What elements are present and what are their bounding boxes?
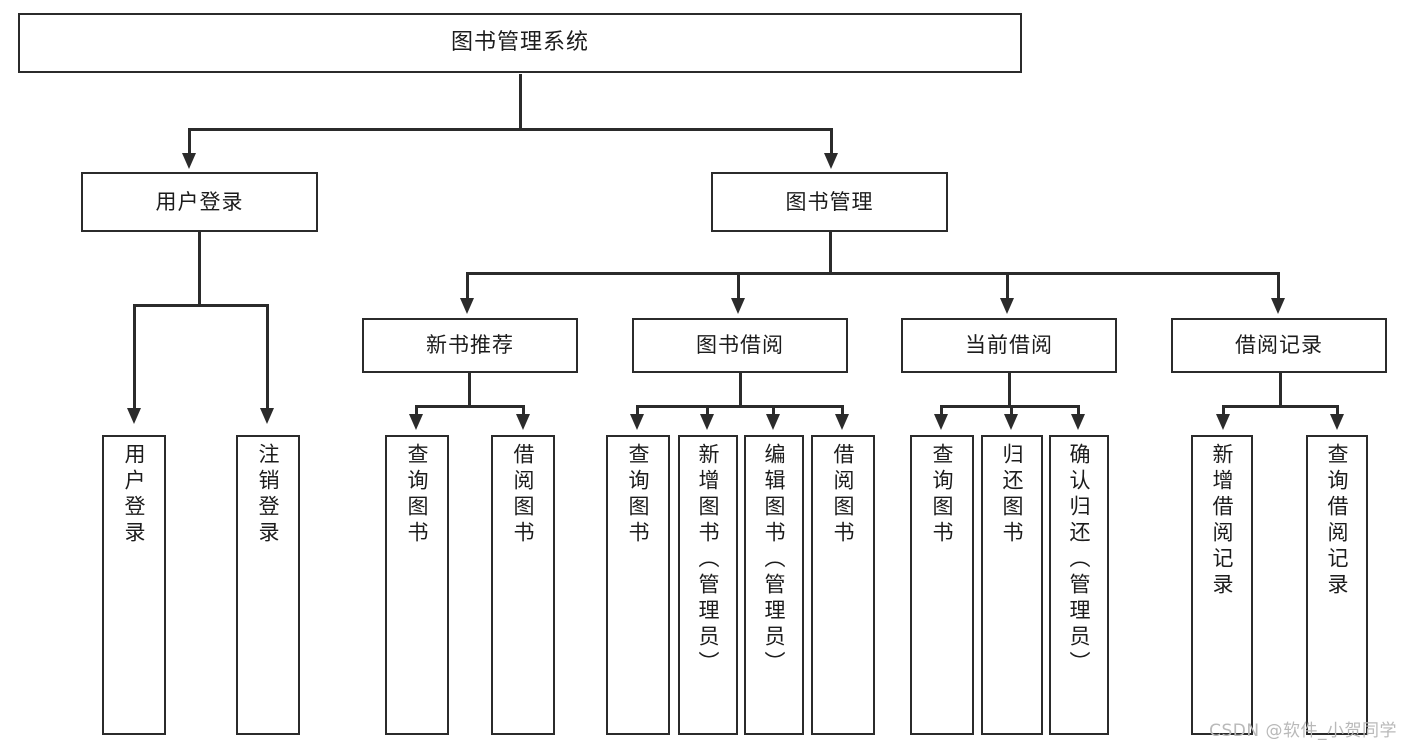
- arrowhead-user-login: [182, 153, 196, 169]
- leaf-node-borrow-book-1[interactable]: 借阅图书: [491, 435, 555, 735]
- connector-new-book-rec-bus: [415, 405, 525, 408]
- arrowhead-leaf-query-record: [1330, 414, 1344, 430]
- connector-book-manage-bus: [466, 272, 1280, 275]
- arrowhead-leaf-confirm-return: [1071, 414, 1085, 430]
- connector-br-to-leaf-1: [1222, 405, 1225, 417]
- leaf-label: 新增借阅记录: [1210, 443, 1235, 599]
- leaf-node-add-book-admin[interactable]: 新增图书（管理员）: [678, 435, 738, 735]
- leaf-node-confirm-return-admin[interactable]: 确认归还（管理员）: [1049, 435, 1109, 735]
- leaf-node-borrow-book-2[interactable]: 借阅图书: [811, 435, 875, 735]
- node-label: 新书推荐: [426, 333, 514, 358]
- leaf-label: 查询图书: [930, 443, 955, 547]
- connector-current-borrow-stem: [1008, 373, 1011, 407]
- connector-bb-to-leaf-1: [636, 405, 639, 417]
- arrowhead-leaf-add-book: [700, 414, 714, 430]
- node-label: 借阅记录: [1235, 333, 1323, 358]
- arrowhead-borrow-record: [1271, 298, 1285, 314]
- arrowhead-leaf-edit-book: [766, 414, 780, 430]
- node-root-book-management-system[interactable]: 图书管理系统: [18, 13, 1022, 73]
- connector-user-login-to-leaf-1: [133, 304, 136, 410]
- leaf-label: 查询图书: [626, 443, 651, 547]
- leaf-label: 查询图书: [405, 443, 430, 547]
- connector-bm-to-current-borrow: [1006, 272, 1009, 300]
- arrowhead-book-borrow: [731, 298, 745, 314]
- connector-br-to-leaf-2: [1336, 405, 1339, 417]
- connector-book-borrow-stem: [739, 373, 742, 407]
- connector-book-borrow-bus: [636, 405, 843, 408]
- arrowhead-leaf-query-book-3: [934, 414, 948, 430]
- connector-root-bus: [188, 128, 833, 131]
- connector-bm-to-book-borrow: [737, 272, 740, 300]
- node-book-manage[interactable]: 图书管理: [711, 172, 948, 232]
- connector-book-manage-stem: [829, 232, 832, 274]
- arrowhead-leaf-query-book-2: [630, 414, 644, 430]
- csdn-watermark: CSDN @软件_小贺同学: [1209, 721, 1397, 741]
- connector-borrow-record-bus: [1222, 405, 1339, 408]
- leaf-node-edit-book-admin[interactable]: 编辑图书（管理员）: [744, 435, 804, 735]
- arrowhead-leaf-return-book: [1004, 414, 1018, 430]
- connector-borrow-record-stem: [1279, 373, 1282, 407]
- leaf-node-return-book[interactable]: 归还图书: [981, 435, 1043, 735]
- arrowhead-leaf-logout: [260, 408, 274, 424]
- node-user-login[interactable]: 用户登录: [81, 172, 318, 232]
- arrowhead-leaf-query-book-1: [409, 414, 423, 430]
- leaf-node-query-book-3[interactable]: 查询图书: [910, 435, 974, 735]
- leaf-label: 确认归还（管理员）: [1067, 443, 1092, 677]
- connector-bb-to-leaf-4: [841, 405, 844, 417]
- arrowhead-leaf-user-login: [127, 408, 141, 424]
- node-borrow-record[interactable]: 借阅记录: [1171, 318, 1387, 373]
- node-new-book-recommend[interactable]: 新书推荐: [362, 318, 578, 373]
- node-current-borrow[interactable]: 当前借阅: [901, 318, 1117, 373]
- leaf-label: 注销登录: [256, 443, 281, 547]
- node-label: 图书借阅: [696, 333, 784, 358]
- leaf-node-add-borrow-record[interactable]: 新增借阅记录: [1191, 435, 1253, 735]
- leaf-node-query-book-2[interactable]: 查询图书: [606, 435, 670, 735]
- leaf-node-logout[interactable]: 注销登录: [236, 435, 300, 735]
- node-label: 图书管理: [785, 189, 874, 214]
- leaf-label: 用户登录: [122, 443, 147, 547]
- connector-cb-to-leaf-2: [1010, 405, 1013, 417]
- node-label: 图书管理系统: [450, 30, 589, 56]
- leaf-label: 查询借阅记录: [1325, 443, 1350, 599]
- connector-root-to-user-login: [188, 128, 191, 156]
- connector-root-to-book-manage: [830, 128, 833, 156]
- connector-user-login-bus: [133, 304, 268, 307]
- leaf-node-user-login[interactable]: 用户登录: [102, 435, 166, 735]
- connector-nbr-to-leaf-2: [522, 405, 525, 417]
- connector-bb-to-leaf-2: [706, 405, 709, 417]
- leaf-node-query-borrow-record[interactable]: 查询借阅记录: [1306, 435, 1368, 735]
- connector-nbr-to-leaf-1: [415, 405, 418, 417]
- leaf-label: 借阅图书: [511, 443, 536, 547]
- connector-bm-to-new-book-rec: [466, 272, 469, 300]
- arrowhead-leaf-add-record: [1216, 414, 1230, 430]
- arrowhead-book-manage: [824, 153, 838, 169]
- connector-user-login-stem: [198, 232, 201, 306]
- connector-user-login-to-leaf-2: [266, 304, 269, 410]
- arrowhead-new-book-rec: [460, 298, 474, 314]
- connector-cb-to-leaf-3: [1077, 405, 1080, 417]
- node-book-borrow[interactable]: 图书借阅: [632, 318, 848, 373]
- leaf-label: 编辑图书（管理员）: [762, 443, 787, 677]
- leaf-label: 借阅图书: [831, 443, 856, 547]
- connector-cb-to-leaf-1: [940, 405, 943, 417]
- connector-root-stem: [519, 74, 522, 130]
- arrowhead-leaf-borrow-book-1: [516, 414, 530, 430]
- leaf-node-query-book-1[interactable]: 查询图书: [385, 435, 449, 735]
- arrowhead-leaf-borrow-book-2: [835, 414, 849, 430]
- arrowhead-current-borrow: [1000, 298, 1014, 314]
- node-label: 当前借阅: [965, 333, 1053, 358]
- connector-bm-to-borrow-record: [1277, 272, 1280, 300]
- connector-new-book-rec-stem: [468, 373, 471, 407]
- node-label: 用户登录: [155, 189, 244, 214]
- leaf-label: 归还图书: [1000, 443, 1025, 547]
- leaf-label: 新增图书（管理员）: [696, 443, 721, 677]
- connector-bb-to-leaf-3: [772, 405, 775, 417]
